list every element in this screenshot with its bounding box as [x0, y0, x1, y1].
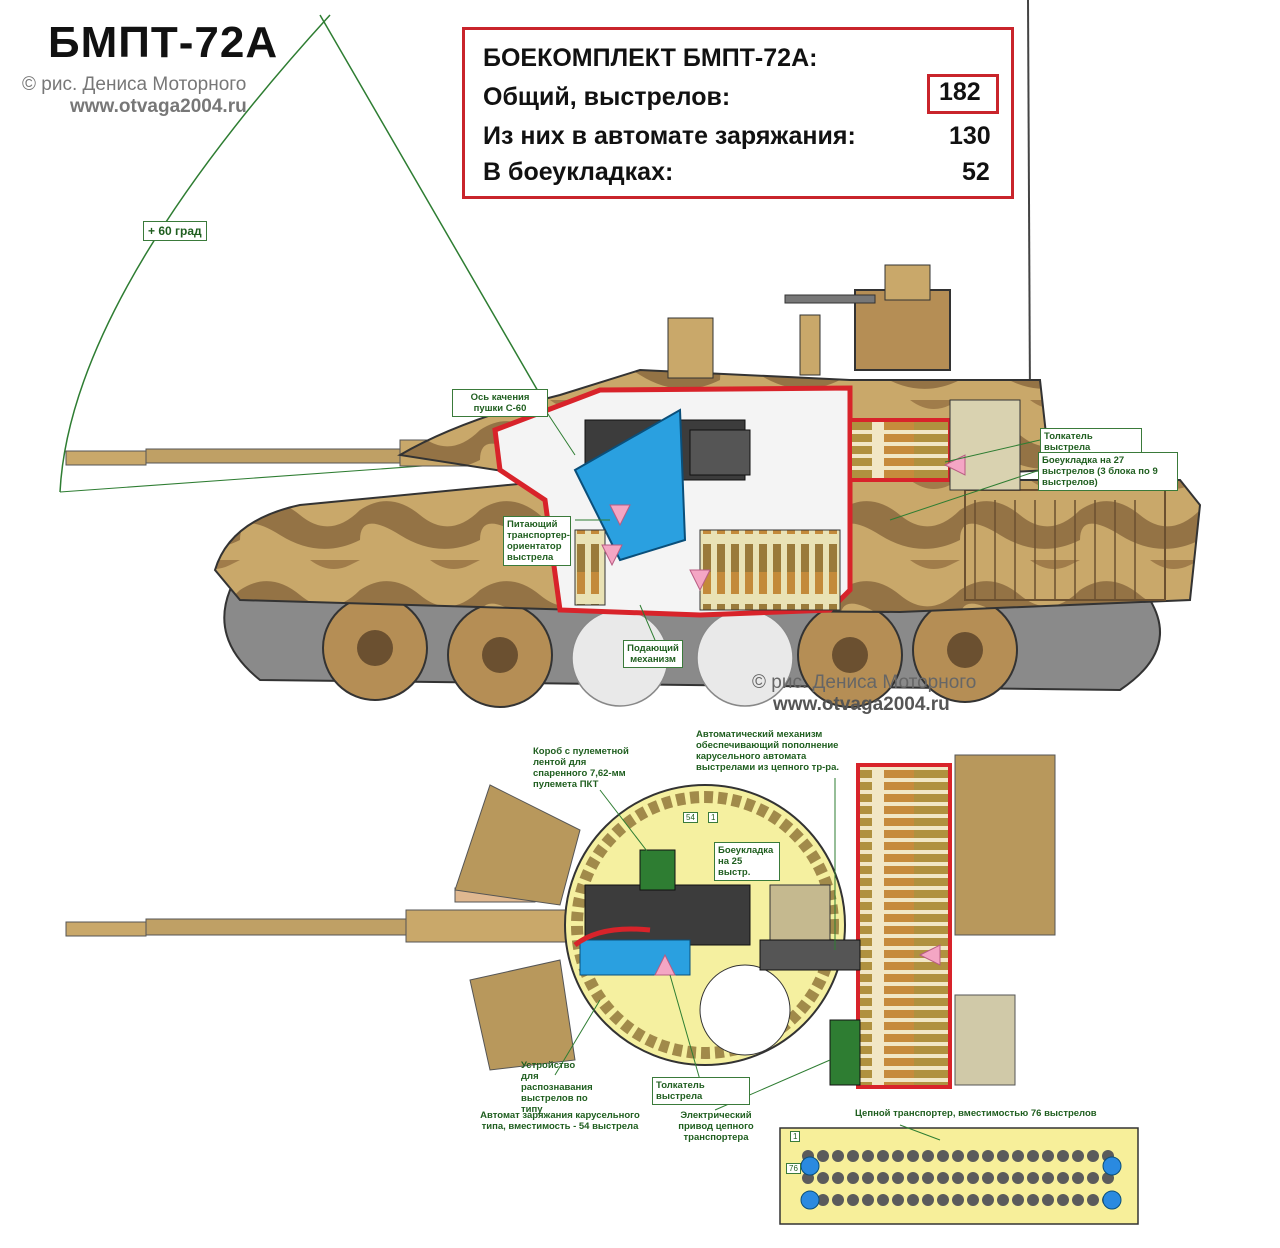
label-stowage-27: Боеукладка на 27 выстрелов (3 блока по 9… — [1038, 452, 1178, 491]
flap-lower — [469, 959, 576, 1071]
ammo-row-total-label: Общий, выстрелов: — [483, 83, 731, 111]
carousel-shells-side — [699, 529, 841, 611]
chain-detail-shells — [802, 1150, 1114, 1206]
label-feed-transporter: Питающий транспортер-ориентатор выстрела — [503, 516, 571, 566]
credit-site-mid: www.otvaga2004.ru — [773, 694, 950, 715]
ammo-heading: БОЕКОМПЛЕКТ БМПТ-72А: — [483, 44, 818, 72]
antenna — [1027, 0, 1031, 401]
label-chain-transporter: Цепной транспортер, вместимостью 76 выст… — [855, 1108, 1097, 1119]
chain-tag-1: 1 — [790, 1131, 801, 1142]
label-type-recognition: Устройство для распознавания выстрелов п… — [521, 1060, 593, 1115]
elevation-angle-label: + 60 град — [143, 221, 207, 241]
label-electric-drive: Электрический привод цепного транспортер… — [678, 1110, 754, 1143]
credit-author-top: © рис. Дениса Моторного — [22, 74, 247, 95]
leader-lines — [539, 401, 1041, 1141]
chain-tag-76: 76 — [786, 1163, 801, 1174]
carousel-tag-1: 1 — [708, 812, 719, 823]
label-feed-mechanism: Подающий механизм — [623, 640, 683, 668]
label-auto-mech: Автоматический механизм обеспечивающий п… — [696, 729, 840, 773]
ammo-row-stowage-label: В боеукладках: — [483, 158, 674, 186]
ammo-row-autoloader-label: Из них в автомате заряжания: — [483, 122, 856, 150]
chain-transporter-top — [856, 763, 952, 1089]
top-view — [65, 401, 1139, 1225]
label-stowage-25: Боеукладка на 25 выстр. — [714, 842, 780, 881]
flow-arrows-top — [654, 944, 941, 976]
carousel-tag-54: 54 — [683, 812, 698, 823]
elevation-line — [319, 14, 576, 456]
ammo-row-autoloader-value: 130 — [949, 122, 991, 150]
label-rammer-top: Толкатель выстрела — [652, 1077, 750, 1105]
rear-stowage-side — [848, 418, 952, 482]
label-mg-box: Короб с пулеметной лентой для спаренного… — [533, 746, 629, 790]
label-gun-axis: Ось качения пушки С-60 — [452, 389, 548, 417]
flap-upper — [454, 784, 581, 906]
remote-weapon-station — [667, 264, 951, 379]
ammo-row-stowage-value: 52 — [962, 158, 990, 186]
label-carousel: Автомат заряжания карусельного типа, вме… — [480, 1110, 640, 1132]
road-wheels — [322, 595, 1018, 708]
main-gun-top — [65, 921, 147, 937]
credit-site-top: www.otvaga2004.ru — [70, 96, 247, 117]
label-rammer-side: Толкатель выстрела — [1040, 428, 1142, 456]
flow-arrows-side — [601, 454, 966, 592]
elevation-arc — [59, 14, 331, 493]
ammo-table: БОЕКОМПЛЕКТ БМПТ-72А: Общий, выстрелов: … — [462, 27, 1014, 199]
side-view — [59, 0, 1202, 708]
credit-author-mid: © рис. Дениса Моторного — [752, 672, 977, 693]
page-title: БМПТ-72А — [48, 18, 279, 67]
ammo-row-total-value: 182 — [939, 78, 981, 106]
ammo-total-highlight — [927, 74, 999, 114]
